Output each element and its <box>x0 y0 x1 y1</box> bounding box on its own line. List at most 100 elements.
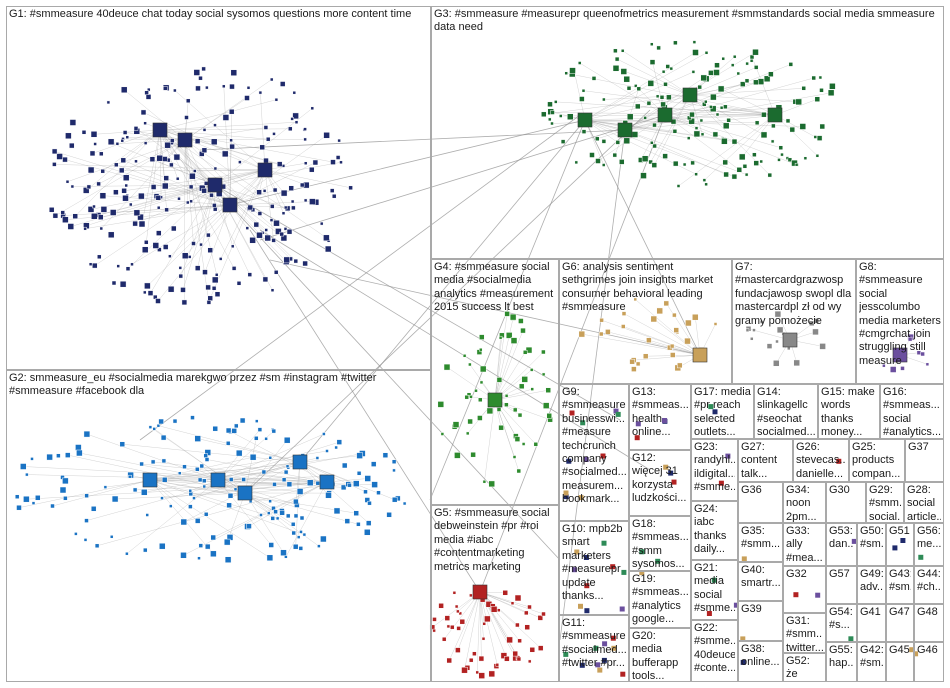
node[interactable] <box>699 118 704 123</box>
node[interactable] <box>120 157 127 164</box>
node[interactable] <box>160 496 164 500</box>
node[interactable] <box>211 276 219 284</box>
node[interactable] <box>107 231 115 239</box>
node[interactable] <box>161 458 167 464</box>
node[interactable] <box>599 317 604 323</box>
node[interactable] <box>157 247 162 252</box>
node[interactable] <box>892 545 898 551</box>
node[interactable] <box>169 504 173 508</box>
node[interactable] <box>663 464 669 470</box>
node[interactable] <box>733 602 739 608</box>
node[interactable] <box>150 459 156 465</box>
node[interactable] <box>129 202 133 207</box>
group-box-g24[interactable]: G24: iabc thanks daily... <box>691 501 738 560</box>
node[interactable] <box>524 624 530 630</box>
node[interactable] <box>169 162 174 168</box>
node[interactable] <box>192 496 196 500</box>
node[interactable] <box>690 160 695 166</box>
node[interactable] <box>656 307 663 315</box>
node[interactable] <box>158 418 164 425</box>
node[interactable] <box>122 130 128 135</box>
node[interactable] <box>310 106 315 111</box>
node[interactable] <box>283 205 288 210</box>
node[interactable] <box>663 300 670 307</box>
node[interactable] <box>145 513 149 517</box>
node[interactable] <box>16 504 22 511</box>
node[interactable] <box>736 167 743 173</box>
node[interactable] <box>673 327 679 333</box>
node[interactable] <box>812 328 819 336</box>
node[interactable] <box>172 418 178 424</box>
node[interactable] <box>336 439 343 445</box>
node[interactable] <box>290 117 294 121</box>
node[interactable] <box>231 266 237 271</box>
node[interactable] <box>288 185 294 191</box>
node[interactable] <box>635 103 641 110</box>
node[interactable] <box>730 63 735 67</box>
node[interactable] <box>133 209 141 217</box>
node[interactable] <box>149 156 156 162</box>
node[interactable] <box>204 457 210 462</box>
group-box-g46[interactable]: G46 <box>914 642 944 682</box>
node[interactable] <box>214 273 219 277</box>
node[interactable] <box>290 522 296 527</box>
node[interactable] <box>550 121 554 126</box>
group-box-g19[interactable]: G19: #smmeas... #analytics google... <box>629 571 691 628</box>
node[interactable] <box>391 496 398 503</box>
node[interactable] <box>550 110 555 115</box>
node[interactable] <box>273 270 279 275</box>
node[interactable] <box>198 75 203 81</box>
node[interactable] <box>231 428 237 434</box>
group-box-g12[interactable]: G12: więcej 31 korzysta ludzkości... <box>629 450 691 516</box>
node[interactable] <box>643 116 647 120</box>
node[interactable] <box>212 203 217 208</box>
node[interactable] <box>124 183 128 188</box>
node[interactable] <box>479 380 484 385</box>
node[interactable] <box>299 182 305 188</box>
node[interactable] <box>93 142 97 146</box>
node[interactable] <box>717 85 725 93</box>
node[interactable] <box>714 62 720 68</box>
node[interactable] <box>719 105 724 110</box>
node[interactable] <box>682 162 687 167</box>
node[interactable] <box>275 516 280 521</box>
node[interactable] <box>229 143 235 150</box>
node[interactable] <box>340 484 347 491</box>
node[interactable] <box>563 651 569 657</box>
node[interactable] <box>578 495 584 501</box>
node[interactable] <box>482 622 486 626</box>
node[interactable] <box>673 40 678 46</box>
node[interactable] <box>65 179 70 184</box>
group-box-g40[interactable]: G40: smartr... <box>738 562 783 601</box>
group-box-g29[interactable]: G29: #smm... social... <box>866 482 904 523</box>
node[interactable] <box>254 436 259 441</box>
node[interactable] <box>286 228 293 235</box>
node[interactable] <box>925 362 930 367</box>
node[interactable] <box>753 160 759 166</box>
node[interactable] <box>56 453 61 458</box>
node[interactable] <box>635 421 641 427</box>
node[interactable] <box>238 160 242 164</box>
node[interactable] <box>25 472 29 477</box>
node[interactable] <box>273 509 278 514</box>
node[interactable] <box>235 449 243 457</box>
node[interactable] <box>529 647 536 653</box>
node[interactable] <box>671 479 677 485</box>
node[interactable] <box>541 111 547 118</box>
node[interactable] <box>236 281 242 286</box>
group-box-g28[interactable]: G28: social article... <box>904 482 944 523</box>
node[interactable] <box>293 513 299 519</box>
node[interactable] <box>610 635 616 641</box>
node[interactable] <box>452 591 457 595</box>
node[interactable] <box>270 516 275 521</box>
node[interactable] <box>759 159 763 164</box>
node[interactable] <box>120 138 125 143</box>
node[interactable] <box>731 173 738 180</box>
group-box-g41[interactable]: G41 <box>857 604 886 642</box>
node[interactable] <box>99 192 107 199</box>
node[interactable] <box>829 83 836 90</box>
node[interactable] <box>274 97 279 102</box>
node[interactable] <box>470 451 476 458</box>
node[interactable] <box>458 611 463 616</box>
node[interactable] <box>502 590 508 596</box>
